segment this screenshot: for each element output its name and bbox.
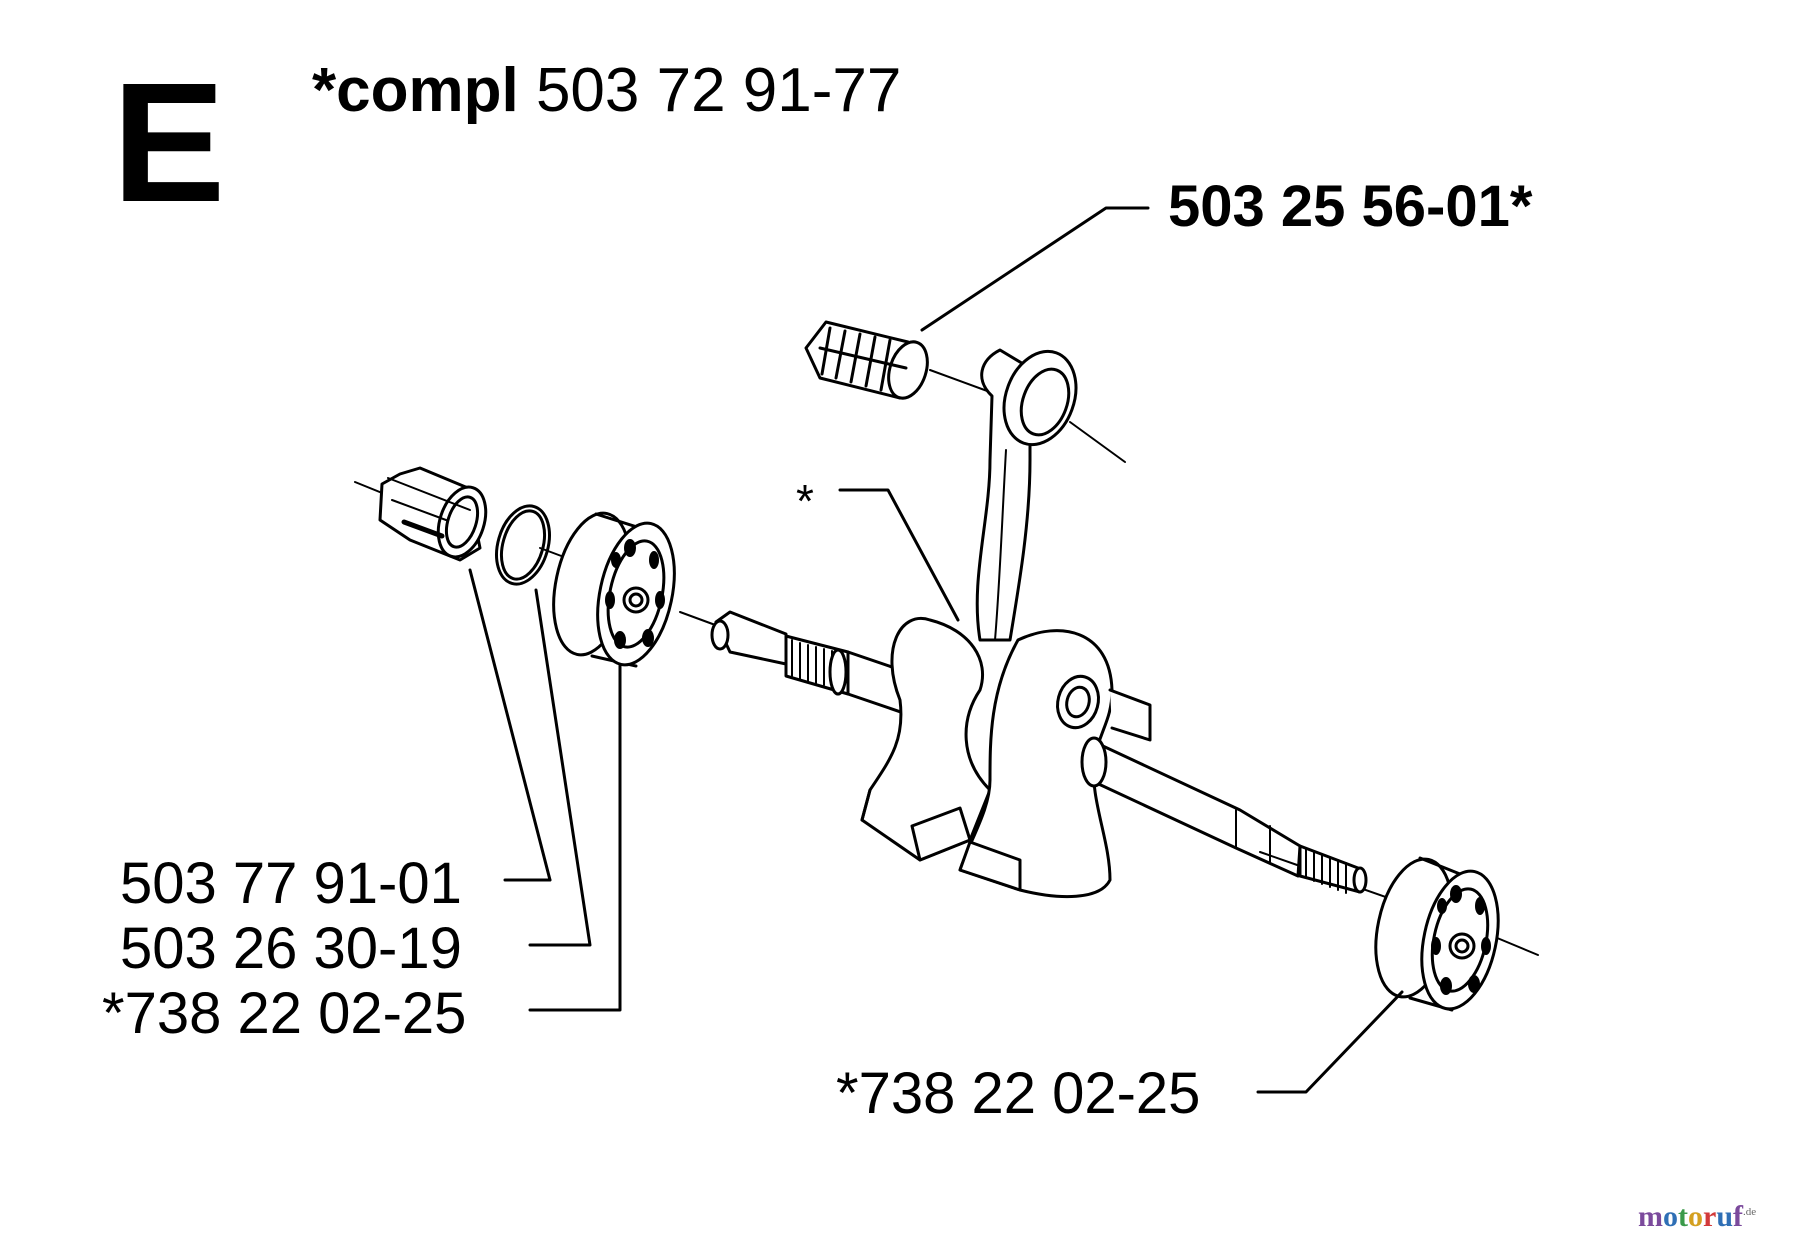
watermark-letter: r [1703,1200,1717,1233]
complete-assembly-label: *compl 503 72 91-77 [312,60,901,122]
leader-lines [468,206,1404,1094]
part-number-bearing-left: *738 22 02-25 [102,981,467,1046]
sleeve-drawing [378,466,488,562]
o-ring-drawing [495,504,551,586]
compl-prefix: *compl [312,56,519,125]
left-bearing-drawing [552,511,676,668]
watermark-letter: t [1678,1200,1688,1233]
part-number-o-ring: 503 26 30-19 [120,916,462,981]
watermark-letter: o [1663,1200,1678,1233]
watermark-suffix: .de [1743,1206,1757,1218]
watermark-letter: u [1716,1200,1734,1233]
section-letter: E [112,48,226,238]
watermark-letter: m [1638,1200,1663,1233]
part-number-needle-bearing: 503 25 56-01* [1168,174,1533,239]
watermark-logo: motoruf.de [1638,1200,1756,1234]
part-number-sleeve: 503 77 91-01 [120,851,462,916]
watermark-letter: f [1733,1200,1744,1233]
needle-bearing-drawing [804,320,929,400]
watermark-letter: o [1688,1200,1703,1233]
crankshaft-marker: * [796,475,814,527]
part-number-bearing-right: *738 22 02-25 [836,1061,1201,1126]
compl-part-number: 503 72 91-77 [535,56,902,125]
crankshaft-drawing [710,348,1368,898]
right-bearing-drawing [1374,856,1500,1012]
